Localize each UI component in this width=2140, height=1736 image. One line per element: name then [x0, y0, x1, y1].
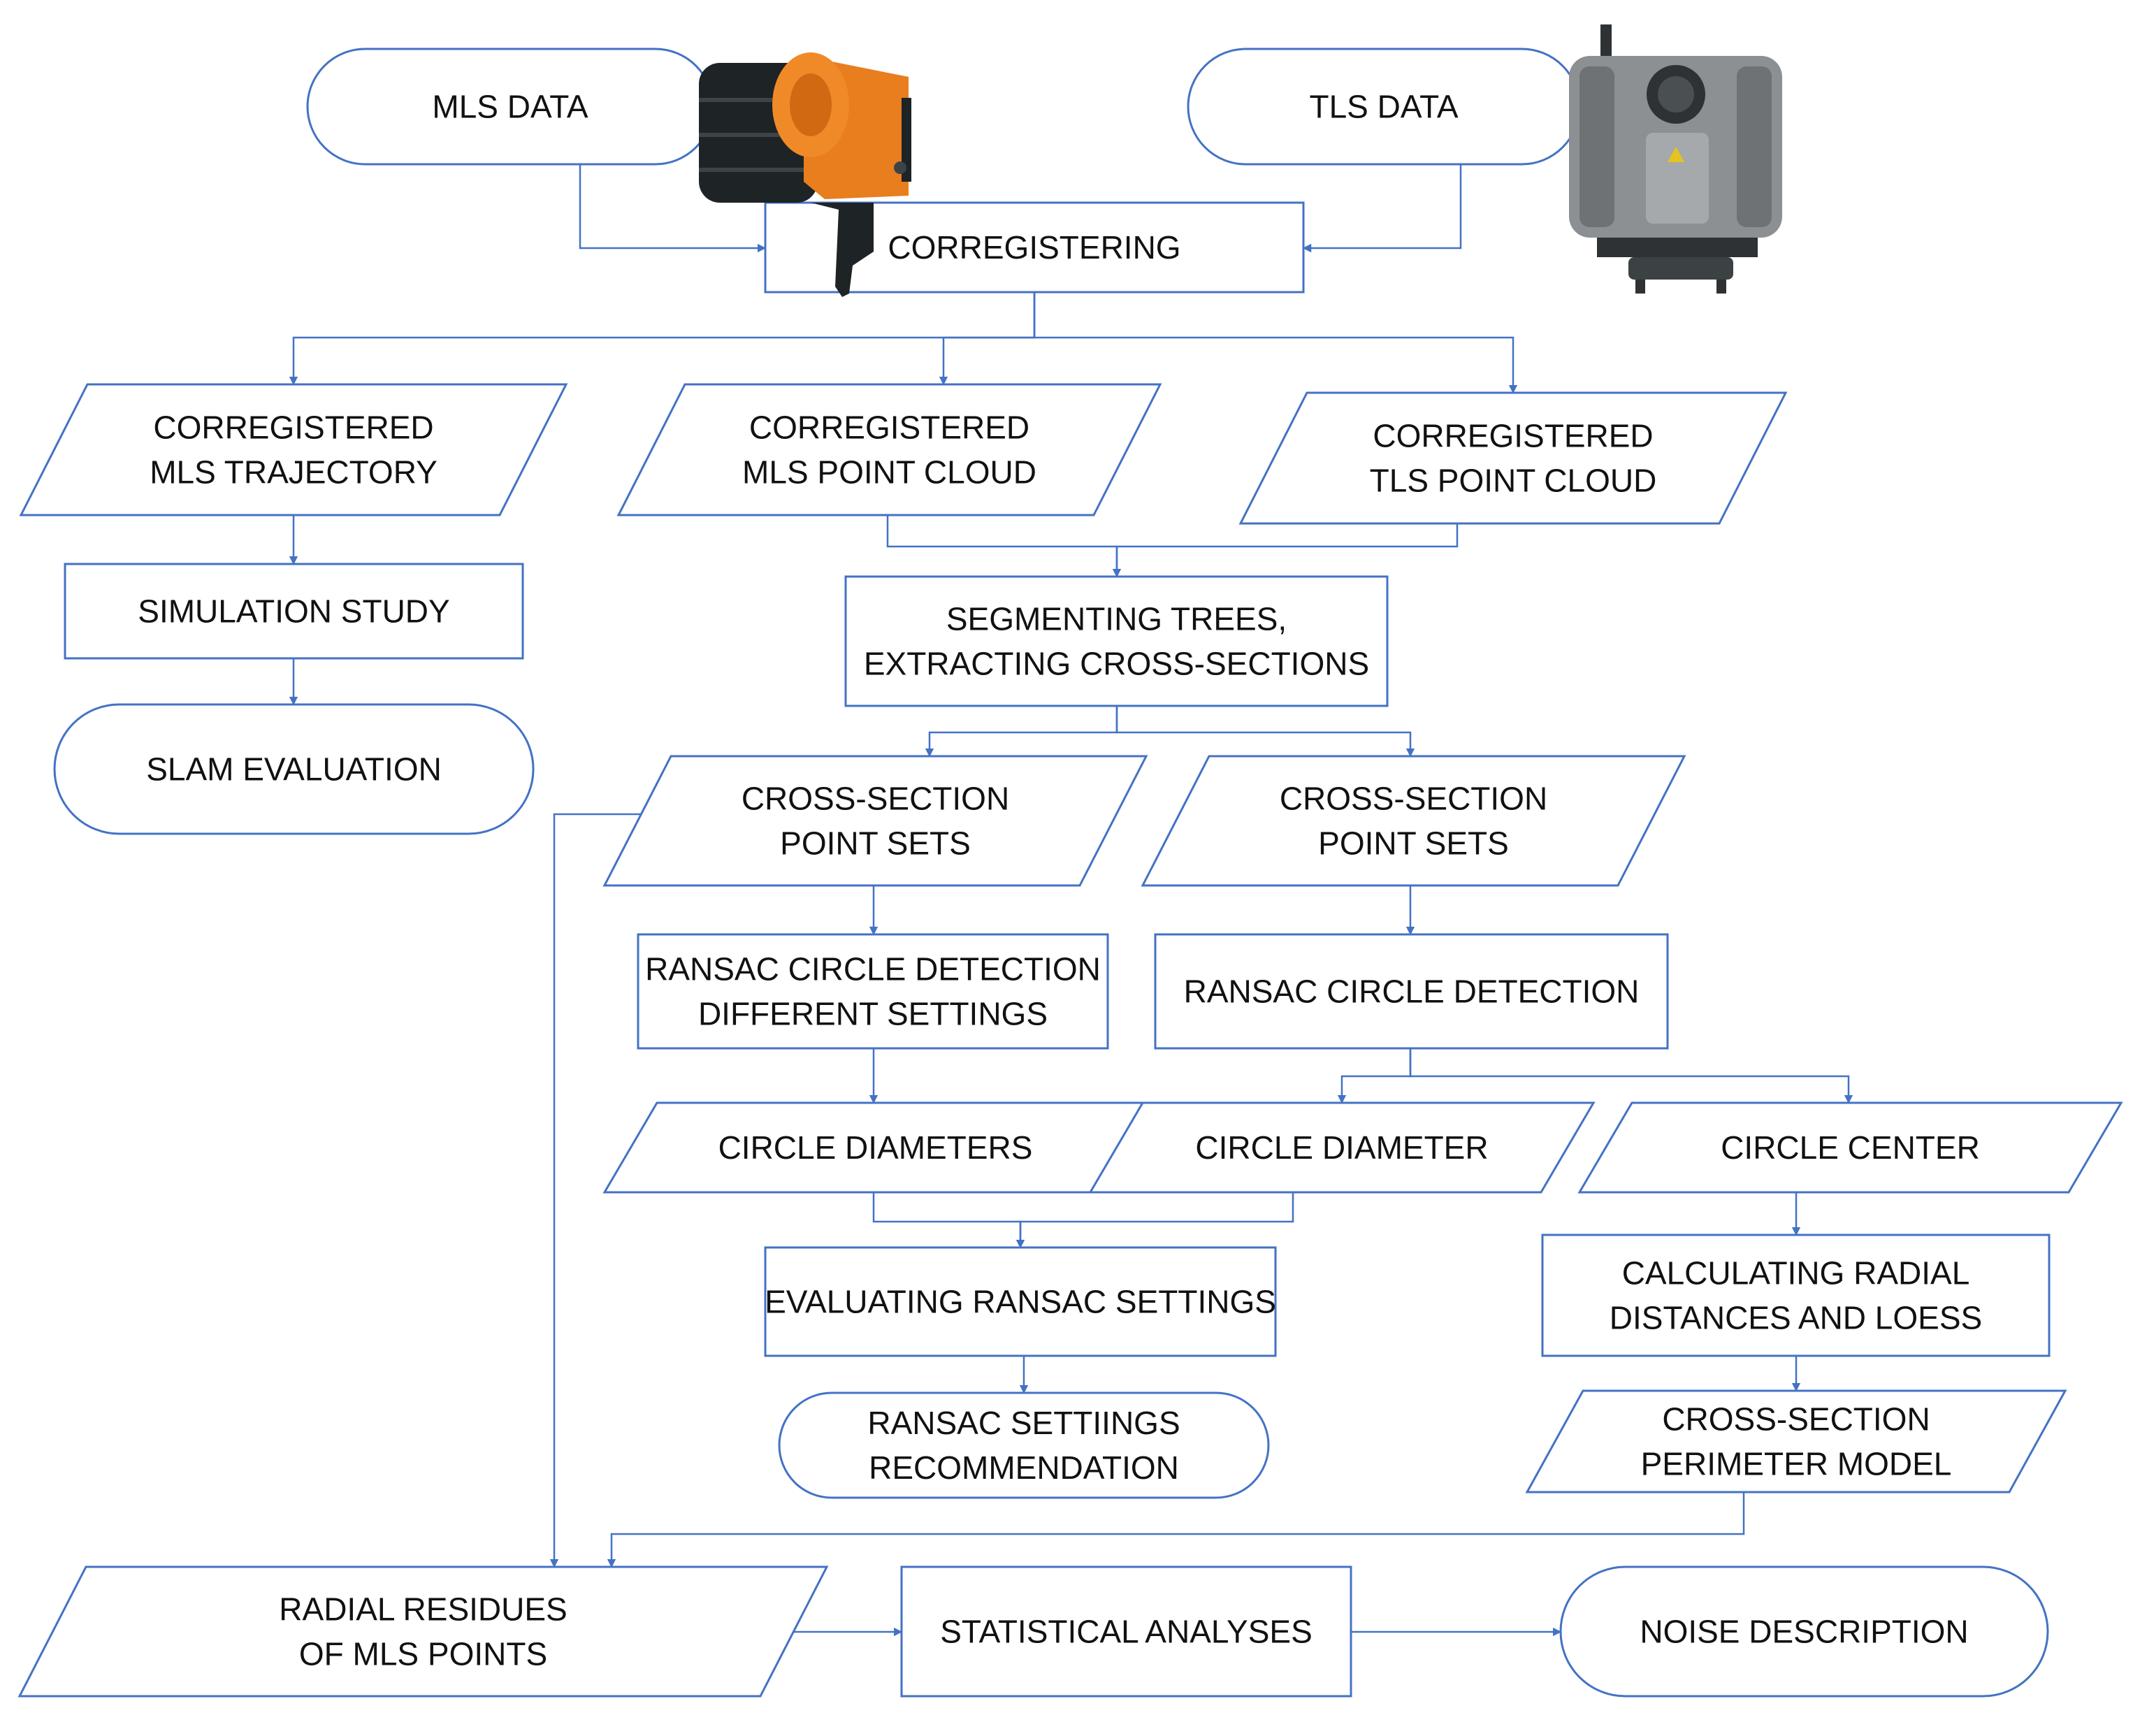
connector-coreg-mls-pc-to-segmenting: [886, 515, 1122, 578]
terrestrial-laser-scanner-icon: [1569, 24, 1782, 294]
radial-res-label-line-1: RADIAL RESIDUES: [279, 1591, 567, 1628]
coreg-tls-pc-label-line-2: TLS POINT CLOUD: [1370, 463, 1657, 499]
coreg-tls-pc-label-line-1: CORREGISTERED: [1373, 418, 1653, 454]
connector-corregistering-to-coreg-tls-pc: [1033, 292, 1518, 394]
slam-eval-node: SLAM EVALUATION: [53, 703, 535, 835]
connector-coreg-tls-pc-to-segmenting: [1112, 523, 1459, 578]
coreg-tls-pc-node: CORREGISTERED TLS POINT CLOUD: [1238, 391, 1788, 525]
circle-center-node: CIRCLE CENTER: [1577, 1101, 2123, 1194]
ransac-reco-node: RANSAC SETTIINGS RECOMMENDATION: [778, 1391, 1270, 1499]
xs-sets-right-shape: [1141, 755, 1686, 887]
simulation-shape: [64, 563, 524, 660]
handheld-mls-scanner-icon: [699, 52, 911, 297]
ransac-reco-label-line-2: RECOMMENDATION: [869, 1449, 1179, 1486]
connector-segmenting-to-xs-sets-right: [1115, 706, 1415, 758]
perimeter-shape: [1525, 1389, 2067, 1493]
segmenting-label-line-2: EXTRACTING CROSS-SECTIONS: [864, 646, 1369, 682]
connector-corregistering-to-coreg-mls-pc: [939, 292, 1036, 386]
calc-radial-shape: [1541, 1234, 2051, 1357]
slam-eval-label-line-1: SLAM EVALUATION: [146, 751, 442, 788]
xs-sets-right-label-line-2: POINT SETS: [1318, 825, 1509, 862]
ransac-reco-label-line-1: RANSAC SETTIINGS: [867, 1405, 1180, 1441]
ransac-settings-shape: [637, 933, 1109, 1050]
radial-res-shape: [17, 1565, 829, 1698]
coreg-tls-pc-shape: [1238, 391, 1788, 525]
connector-corregistering-to-coreg-traj: [289, 292, 1036, 386]
perimeter-label-line-2: PERIMETER MODEL: [1641, 1446, 1952, 1482]
corregistering-label-line-1: CORREGISTERING: [888, 229, 1180, 266]
segmenting-label-line-1: SEGMENTING TREES,: [946, 601, 1287, 637]
calc-radial-label-line-1: CALCULATING RADIAL: [1622, 1255, 1970, 1292]
circle-center-shape: [1577, 1101, 2123, 1194]
circle-diam-label-line-1: CIRCLE DIAMETER: [1195, 1129, 1488, 1166]
xs-sets-left-label-line-2: POINT SETS: [780, 825, 971, 862]
coreg-mls-pc-node: CORREGISTERED MLS POINT CLOUD: [616, 383, 1162, 516]
coreg-mls-pc-shape: [616, 383, 1162, 516]
coreg-traj-node: CORREGISTERED MLS TRAJECTORY: [19, 383, 568, 516]
ransac-label-line-1: RANSAC CIRCLE DETECTION: [1184, 974, 1640, 1010]
circle-diams-label-line-1: CIRCLE DIAMETERS: [718, 1129, 1033, 1166]
radial-res-node: RADIAL RESIDUES OF MLS POINTS: [17, 1565, 829, 1698]
xs-sets-left-node: CROSS-SECTION POINT SETS: [602, 755, 1148, 887]
connector-segmenting-to-xs-sets-left: [925, 706, 1118, 758]
circle-diam-shape: [1088, 1101, 1596, 1194]
eval-ransac-label-line-1: EVALUATING RANSAC SETTINGS: [765, 1284, 1276, 1320]
ransac-settings-label-line-1: RANSAC CIRCLE DETECTION: [645, 951, 1101, 988]
circle-diams-node: CIRCLE DIAMETERS: [602, 1101, 1148, 1194]
connector-mls-data-to-corregistering: [579, 164, 767, 253]
connector-ransac-to-circle-diam: [1337, 1048, 1412, 1104]
simulation-node: SIMULATION STUDY: [64, 563, 524, 660]
connectors: [289, 164, 1853, 1637]
coreg-mls-pc-label-line-2: MLS POINT CLOUD: [742, 454, 1036, 491]
noise-desc-shape: [1559, 1565, 2049, 1698]
ransac-shape: [1154, 933, 1669, 1050]
xs-sets-right-node: CROSS-SECTION POINT SETS: [1141, 755, 1686, 887]
connector-ransac-to-circle-center: [1409, 1048, 1853, 1104]
tls-data-label-line-1: TLS DATA: [1310, 89, 1459, 125]
stat-analyses-label-line-1: STATISTICAL ANALYSES: [940, 1614, 1313, 1650]
stat-analyses-shape: [900, 1565, 1352, 1698]
perimeter-label-line-1: CROSS-SECTION: [1662, 1401, 1930, 1438]
eval-ransac-shape: [764, 1246, 1277, 1357]
connector-perimeter-to-radial-res: [607, 1492, 1745, 1568]
tls-data-node: TLS DATA: [1187, 48, 1581, 166]
connector-xs-sets-left-to-radial-res: [549, 813, 641, 1568]
coreg-traj-label-line-1: CORREGISTERED: [153, 410, 433, 446]
perimeter-node: CROSS-SECTION PERIMETER MODEL: [1525, 1389, 2067, 1493]
noise-desc-node: NOISE DESCRIPTION: [1559, 1565, 2049, 1698]
ransac-settings-label-line-2: DIFFERENT SETTINGS: [698, 996, 1048, 1032]
eval-ransac-node: EVALUATING RANSAC SETTINGS: [764, 1246, 1277, 1357]
ransac-reco-shape: [778, 1391, 1270, 1499]
mls-data-label-line-1: MLS DATA: [432, 89, 588, 125]
segmenting-shape: [844, 575, 1389, 707]
mls-data-node: MLS DATA: [306, 48, 714, 166]
noise-desc-label-line-1: NOISE DESCRIPTION: [1640, 1614, 1968, 1650]
xs-sets-right-label-line-1: CROSS-SECTION: [1280, 781, 1547, 817]
connector-circle-diams-to-eval-ransac: [872, 1192, 1025, 1249]
calc-radial-node: CALCULATING RADIAL DISTANCES AND LOESS: [1541, 1234, 2051, 1357]
circle-center-label-line-1: CIRCLE CENTER: [1721, 1129, 1980, 1166]
connector-circle-diam-to-eval-ransac: [1015, 1192, 1294, 1249]
connector-tls-data-to-corregistering: [1302, 164, 1462, 253]
coreg-traj-label-line-2: MLS TRAJECTORY: [150, 454, 438, 491]
segmenting-node: SEGMENTING TREES, EXTRACTING CROSS-SECTIO…: [844, 575, 1389, 707]
circle-diam-node: CIRCLE DIAMETER: [1088, 1101, 1596, 1194]
slam-eval-shape: [53, 703, 535, 835]
stat-analyses-node: STATISTICAL ANALYSES: [900, 1565, 1352, 1698]
ransac-settings-node: RANSAC CIRCLE DETECTION DIFFERENT SETTING…: [637, 933, 1109, 1050]
coreg-traj-shape: [19, 383, 568, 516]
nodes: MLS DATA TLS DATA CORREGISTERING CORREGISTE…: [17, 48, 2123, 1698]
coreg-mls-pc-label-line-1: CORREGISTERED: [749, 410, 1029, 446]
xs-sets-left-shape: [602, 755, 1148, 887]
radial-res-label-line-2: OF MLS POINTS: [299, 1636, 547, 1672]
simulation-label-line-1: SIMULATION STUDY: [138, 593, 449, 630]
xs-sets-left-label-line-1: CROSS-SECTION: [742, 781, 1009, 817]
ransac-node: RANSAC CIRCLE DETECTION: [1154, 933, 1669, 1050]
calc-radial-label-line-2: DISTANCES AND LOESS: [1610, 1300, 1982, 1336]
